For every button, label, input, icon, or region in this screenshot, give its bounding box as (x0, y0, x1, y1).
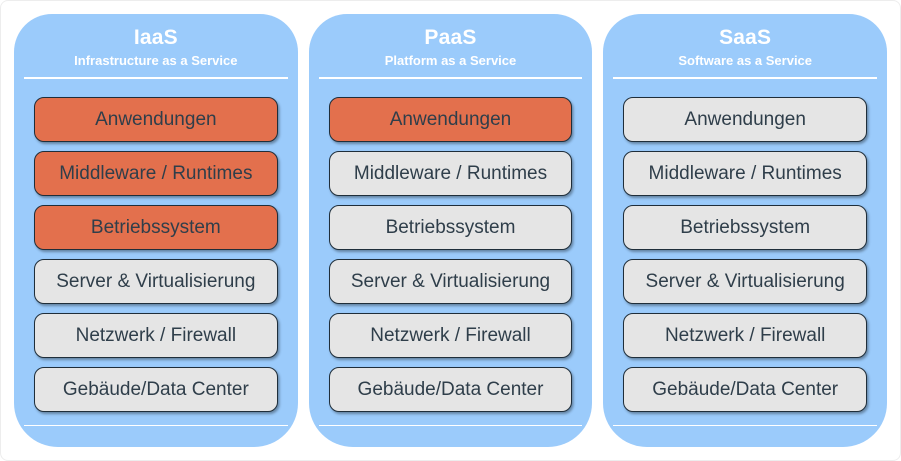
footer-divider (613, 425, 878, 426)
layer-netzwerk-firewall: Netzwerk / Firewall (623, 313, 868, 358)
footer-divider (24, 425, 288, 426)
column-subtitle: Platform as a Service (384, 53, 517, 68)
layer-betriebssystem: Betriebssystem (328, 205, 573, 250)
header-divider (318, 77, 583, 79)
layer-anwendungen: Anwendungen (328, 97, 573, 142)
layer-betriebssystem: Betriebssystem (623, 205, 868, 250)
layer-betriebssystem: Betriebssystem (34, 205, 278, 250)
column-header: PaaS Platform as a Service (309, 26, 593, 69)
layer-middleware-runtimes: Middleware / Runtimes (328, 151, 573, 196)
column-header: SaaS Software as a Service (603, 26, 887, 69)
column-header: IaaS Infrastructure as a Service (14, 26, 298, 69)
layer-server-virtualisierung: Server & Virtualisierung (623, 259, 868, 304)
column-title: PaaS (424, 26, 477, 49)
layer-anwendungen: Anwendungen (623, 97, 868, 142)
column-title: SaaS (719, 26, 772, 49)
layer-gebaeude-data-center: Gebäude/Data Center (34, 367, 278, 412)
column-title: IaaS (133, 26, 178, 49)
layer-netzwerk-firewall: Netzwerk / Firewall (328, 313, 573, 358)
column-iaas: IaaS Infrastructure as a Service Anwendu… (14, 14, 298, 447)
layer-stack: Anwendungen Middleware / Runtimes Betrie… (34, 97, 278, 412)
footer-divider (318, 425, 583, 426)
column-paas: PaaS Platform as a Service Anwendungen M… (308, 14, 593, 447)
layer-stack: Anwendungen Middleware / Runtimes Betrie… (328, 97, 573, 412)
layer-server-virtualisierung: Server & Virtualisierung (328, 259, 573, 304)
layer-stack: Anwendungen Middleware / Runtimes Betrie… (623, 97, 868, 412)
header-divider (613, 77, 878, 79)
column-subtitle: Software as a Service (678, 53, 813, 68)
header-divider (24, 77, 288, 79)
column-subtitle: Infrastructure as a Service (74, 53, 238, 68)
layer-gebaeude-data-center: Gebäude/Data Center (328, 367, 573, 412)
layer-server-virtualisierung: Server & Virtualisierung (34, 259, 278, 304)
layer-middleware-runtimes: Middleware / Runtimes (623, 151, 868, 196)
column-saas: SaaS Software as a Service Anwendungen M… (603, 14, 888, 447)
layer-middleware-runtimes: Middleware / Runtimes (34, 151, 278, 196)
layer-gebaeude-data-center: Gebäude/Data Center (623, 367, 868, 412)
layer-netzwerk-firewall: Netzwerk / Firewall (34, 313, 278, 358)
layer-anwendungen: Anwendungen (34, 97, 278, 142)
